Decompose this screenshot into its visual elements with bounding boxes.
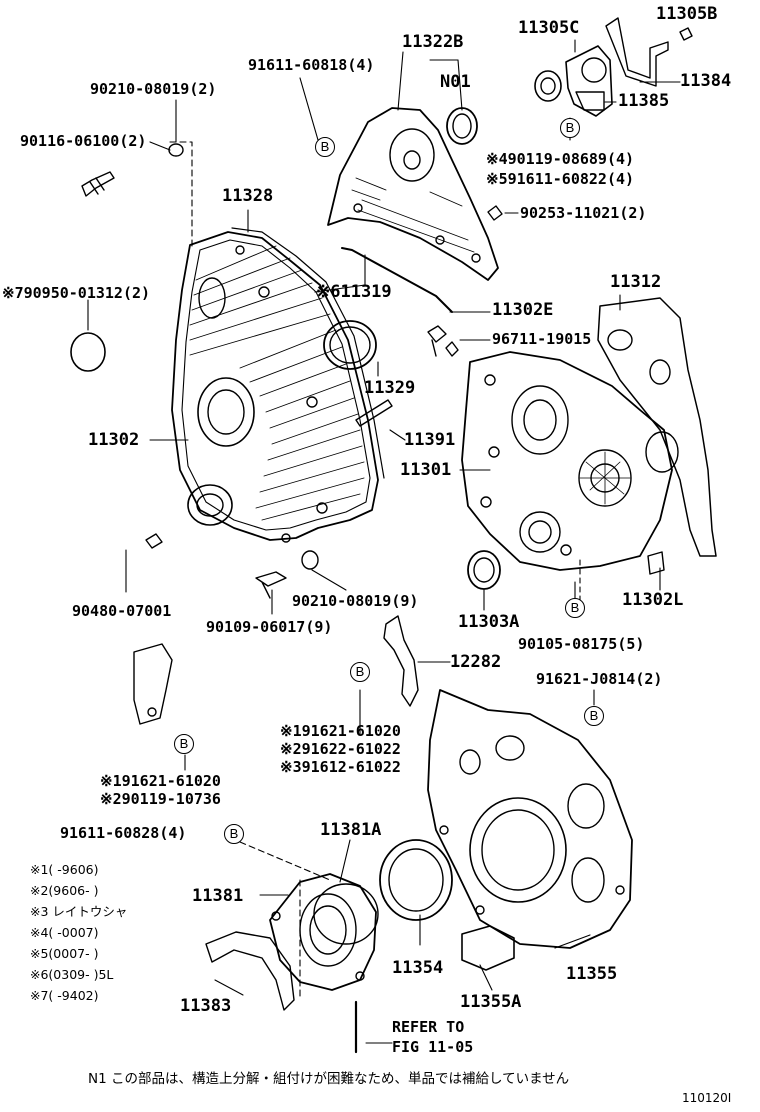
- seal-11329: [323, 320, 377, 370]
- label-11302L: 11302L: [622, 590, 684, 610]
- label-11328: 11328: [222, 186, 274, 206]
- label-90480-07001: 90480-07001: [72, 602, 172, 620]
- label-91622-61022: ※291622-61022: [280, 740, 401, 758]
- ref-bubble: B: [584, 706, 604, 726]
- label-11384: 11384: [680, 71, 732, 91]
- bracket-12282: [383, 615, 419, 707]
- label-90210-08019-9: 90210-08019(9): [292, 592, 419, 610]
- note-2: ※2(9606- ): [30, 883, 99, 898]
- leader-lines: [87, 39, 681, 1054]
- note-5: ※5(0007- ): [30, 946, 99, 961]
- label-11305B: 11305B: [656, 4, 718, 24]
- label-91621-61020-b: ※191621-61020: [100, 772, 221, 790]
- label-11319: ※611319: [316, 282, 392, 302]
- note-7: ※7( -9402): [30, 988, 99, 1003]
- label-N01: N01: [440, 72, 471, 92]
- label-11355A: 11355A: [460, 992, 522, 1012]
- label-91611-60818: 91611-60818(4): [248, 56, 375, 74]
- plate-11355: [427, 689, 633, 949]
- label-11322B: 11322B: [402, 32, 464, 52]
- gasket-11383: [205, 931, 295, 1011]
- tensioner-11305C: [534, 45, 613, 117]
- label-90116-06100: 90116-06100(2): [20, 132, 147, 150]
- note-1: ※1( -9606): [30, 862, 99, 877]
- label-91611-60822: ※591611-60822(4): [486, 170, 635, 188]
- label-90119-10736: ※290119-10736: [100, 790, 221, 808]
- plug-90950: [70, 332, 106, 372]
- label-11385: 11385: [618, 91, 670, 111]
- footer-note: N1 この部品は、構造上分解・組付けが困難なため、単品では補給していません: [88, 1071, 570, 1087]
- label-11355: 11355: [566, 964, 618, 984]
- note-3: ※3 レイトウシャ: [30, 904, 128, 919]
- note-4: ※4( -0007): [30, 925, 99, 940]
- ref-bubble: B: [224, 824, 244, 844]
- label-90210-08019-2: 90210-08019(2): [90, 80, 217, 98]
- seal-11303A: [467, 550, 501, 590]
- seal-N01: [446, 107, 478, 145]
- gasket-11312: [597, 297, 717, 557]
- label-90109-06017: 90109-06017(9): [206, 618, 333, 636]
- label-96711-19015: 96711-19015: [492, 330, 592, 348]
- label-11354: 11354: [392, 958, 444, 978]
- ref-bubble: B: [560, 118, 580, 138]
- gasket-11328: [231, 227, 385, 479]
- label-11383: 11383: [180, 996, 232, 1016]
- cover-11355A: [461, 925, 515, 971]
- label-11312: 11312: [610, 272, 662, 292]
- label-11381: 11381: [192, 886, 244, 906]
- label-11302: 11302: [88, 430, 140, 450]
- cover-11322B: [327, 107, 499, 281]
- ref-bubble: B: [174, 734, 194, 754]
- label-91611-60828: 91611-60828(4): [60, 824, 187, 842]
- bolt-90116: [81, 171, 115, 197]
- label-91621-J0814: 91621-J0814(2): [536, 670, 663, 688]
- label-refer-fig: FIG 11-05: [392, 1038, 474, 1056]
- label-11305C: 11305C: [518, 18, 580, 38]
- housing-11301: [461, 351, 679, 571]
- label-90253-11021: 90253-11021(2): [520, 204, 647, 222]
- label-11303A: 11303A: [458, 612, 520, 632]
- label-refer-to: REFER TO: [392, 1018, 465, 1036]
- label-90119-08689: ※490119-08689(4): [486, 150, 635, 168]
- label-11301: 11301: [400, 460, 452, 480]
- figure-code: 110120I: [682, 1091, 732, 1105]
- ref-bubble: B: [350, 662, 370, 682]
- label-91621-61020-a: ※191621-61020: [280, 722, 401, 740]
- label-12282: 12282: [450, 652, 502, 672]
- bracket-11384: [605, 17, 669, 87]
- retainer-11381: [269, 873, 379, 991]
- label-90950-01312: ※790950-01312(2): [2, 284, 151, 302]
- label-11391: 11391: [404, 430, 456, 450]
- note-6: ※6(0309- )5L: [30, 967, 114, 982]
- label-90105-08175: 90105-08175(5): [518, 635, 645, 653]
- label-11329: 11329: [364, 378, 416, 398]
- seal-11354: [379, 839, 453, 921]
- ref-bubble: B: [315, 137, 335, 157]
- label-11302E: 11302E: [492, 300, 554, 320]
- ref-bubble: B: [565, 598, 585, 618]
- label-11381A: 11381A: [320, 820, 382, 840]
- label-91612-61022: ※391612-61022: [280, 758, 401, 776]
- timing-cover-11302: [171, 231, 379, 543]
